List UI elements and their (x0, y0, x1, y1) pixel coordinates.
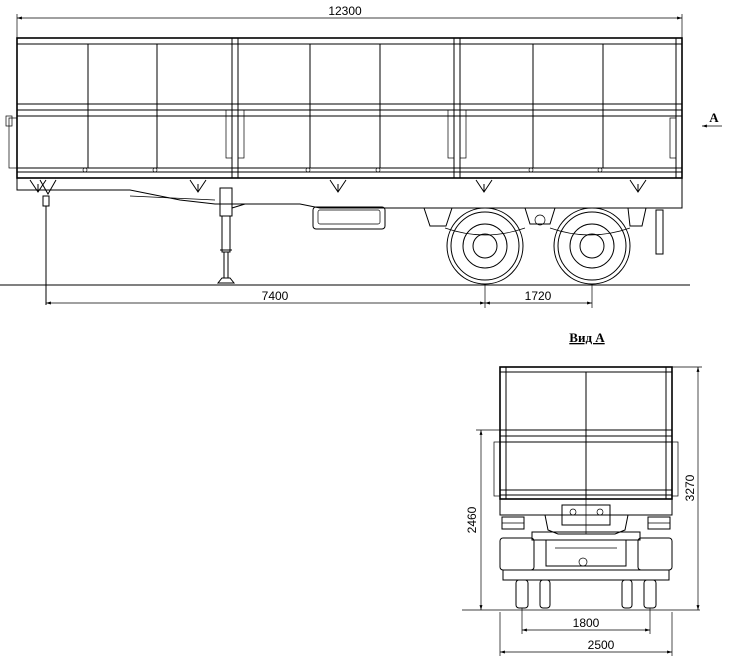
view-a-heading: Вид А (569, 330, 605, 345)
dim-axle-spacing-label: 1720 (525, 289, 552, 303)
view-a-marker: A (702, 110, 722, 128)
side-hinge-details (5, 109, 677, 173)
view-a-letter: A (709, 110, 719, 125)
dim-overall-width-label: 2500 (588, 638, 615, 652)
end-axle (499, 537, 673, 609)
dim-kingpin-axle-label: 7400 (262, 289, 289, 303)
dim-platform-height-label: 2460 (465, 506, 479, 533)
dim-overall-height-label: 3270 (683, 474, 697, 501)
side-view: 12300 7400 1720 A (0, 4, 722, 308)
wheel-front-axle (446, 207, 524, 285)
kingpin (42, 195, 50, 305)
dim-platform-height: 2460 (462, 429, 700, 611)
dim-overall-height: 3270 (672, 366, 702, 610)
dim-track-width-label: 1800 (573, 616, 600, 630)
tool-box (312, 206, 386, 230)
suspension (423, 207, 664, 255)
end-view: Вид А (462, 330, 702, 656)
dim-overall-length-label: 12300 (328, 4, 362, 18)
end-cargo-body (493, 366, 679, 500)
dim-overall-width: 2500 (499, 612, 673, 656)
side-cargo-body (5, 37, 683, 179)
dim-overall-length: 12300 (16, 4, 683, 38)
side-chassis (16, 177, 683, 209)
dim-track-width: 1800 (521, 608, 651, 634)
wheel-rear-axle (553, 207, 631, 285)
end-chassis (499, 498, 673, 567)
landing-gear (216, 187, 246, 284)
dim-kingpin-axle: 7400 1720 (46, 284, 593, 308)
